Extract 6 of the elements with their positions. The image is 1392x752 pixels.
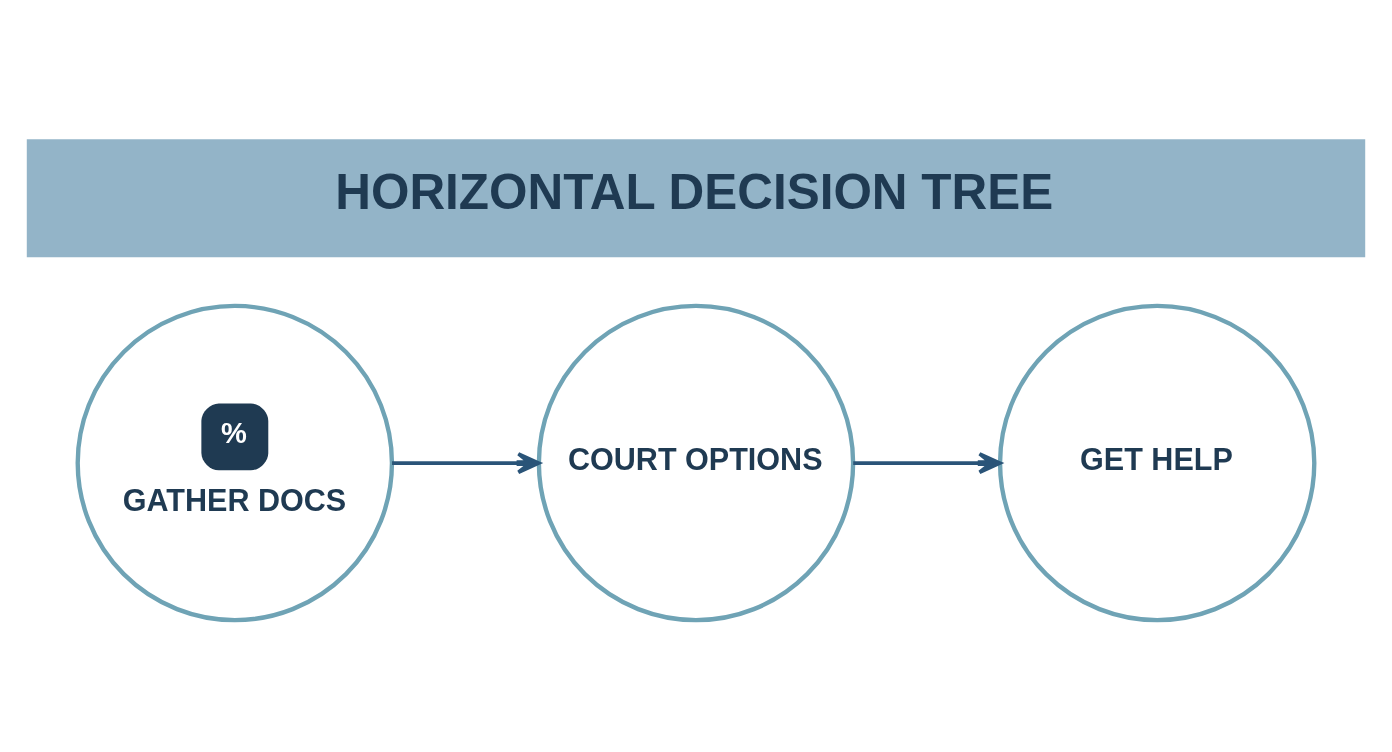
arrow	[392, 451, 541, 474]
node-circle: GET HELP	[997, 303, 1317, 622]
diagram-title: HORIZONTAL DECISION TREE	[335, 163, 1054, 219]
node-circle: COURT OPTIONS	[536, 303, 856, 622]
arrow	[853, 451, 1002, 474]
node-circle: % GATHER DOCS	[75, 303, 395, 622]
